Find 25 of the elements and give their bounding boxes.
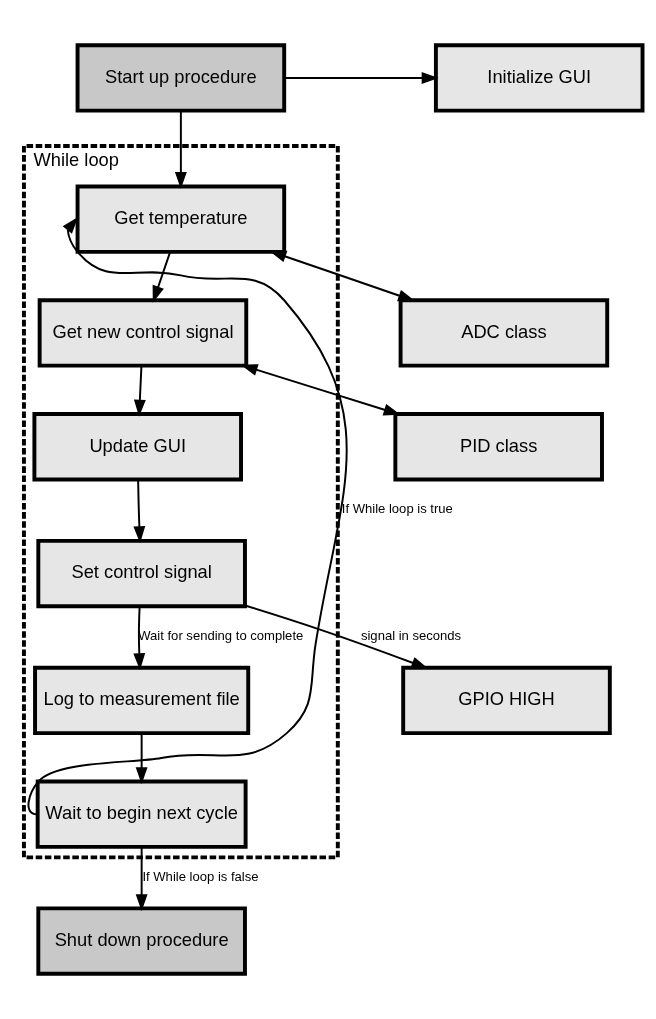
edge-label: If While loop is true: [341, 501, 453, 517]
node-box: Log to measurement file: [33, 665, 251, 736]
node-box: Get new control signal: [37, 298, 249, 368]
arrow: [133, 364, 146, 417]
arrow: [133, 605, 146, 671]
edge-label: If While loop is false: [142, 868, 259, 884]
node-box: Get temperature: [75, 184, 287, 254]
node-box: PID class: [393, 412, 604, 482]
arrow: [152, 251, 172, 303]
node-box: ADC class: [398, 298, 610, 368]
arrow: [269, 250, 416, 302]
arrow: [27, 216, 348, 816]
node-box: Set control signal: [36, 538, 247, 609]
arrow: [283, 71, 439, 84]
arrow: [135, 732, 148, 785]
arrow: [135, 846, 148, 912]
node-box: Initialize GUI: [433, 43, 645, 113]
edge-label: signal in seconds: [360, 628, 462, 644]
node-box: Start up procedure: [75, 43, 287, 113]
arrow: [133, 478, 146, 544]
arrow: [174, 109, 187, 190]
node-box: Wait to begin next cycle: [35, 779, 248, 849]
node-box: Shut down procedure: [36, 906, 247, 976]
node-box: GPIO HIGH: [401, 665, 612, 736]
node-box: Update GUI: [32, 412, 243, 482]
